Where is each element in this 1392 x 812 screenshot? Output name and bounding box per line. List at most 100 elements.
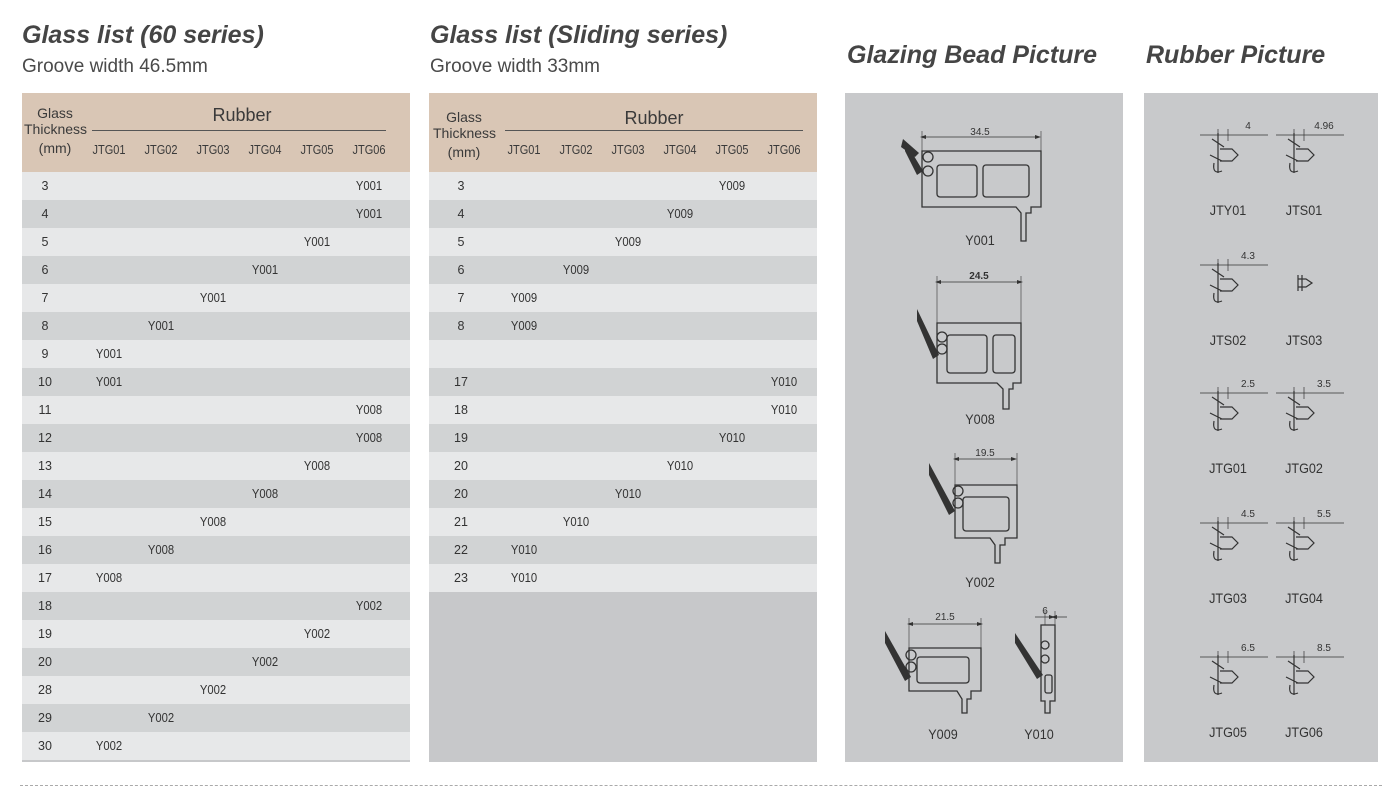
- glazing-bead-cell: Y009: [718, 179, 746, 193]
- glazing-bead-cell: Y010: [718, 431, 746, 445]
- rubber-picture-title: Rubber Picture: [1146, 41, 1326, 69]
- rubber-jtg02-drawing: [1276, 387, 1344, 431]
- bead-y002-dim: 19.5: [975, 448, 995, 459]
- thickness-cell: 15: [38, 515, 52, 529]
- glazing-bead-title: Glazing Bead Picture: [847, 41, 1098, 69]
- glazing-bead-cell: Y008: [303, 459, 331, 473]
- rubber-jtg06-drawing: [1276, 651, 1344, 695]
- glazing-bead-panel: 34.5 Y001 24.5 Y008 19.5 Y002 21.5 Y009 …: [845, 93, 1123, 762]
- thickness-cell: 19: [454, 431, 468, 445]
- header-unit: (mm): [447, 144, 481, 160]
- rubber-jtg02-label: JTG02: [1285, 460, 1323, 476]
- rubber-jty01-dim: 4: [1245, 121, 1251, 132]
- bottom-divider: [20, 785, 1382, 786]
- bead-y009-label: Y009: [928, 726, 958, 742]
- glazing-bead-cell: Y001: [355, 207, 383, 221]
- glazing-bead-cell: Y010: [510, 571, 538, 585]
- table-row: 3 Y009: [429, 172, 817, 200]
- thickness-cell: 6: [457, 263, 465, 277]
- table-row: 6 Y001: [22, 256, 410, 284]
- bead-y010-dim: 6: [1042, 606, 1048, 617]
- glass-60-title: Glass list (60 series): [22, 21, 264, 49]
- bead-y008-drawing: [917, 276, 1023, 410]
- rubber-jtg03-drawing: [1200, 517, 1268, 561]
- glazing-bead-cell: Y008: [251, 487, 279, 501]
- bead-y009-drawing: [885, 618, 983, 714]
- column-header-jtg02: JTG02: [144, 143, 178, 157]
- column-header-jtg01: JTG01: [507, 143, 541, 157]
- table-empty-area: [22, 760, 410, 762]
- glazing-bead-cell: Y008: [355, 431, 383, 445]
- thickness-cell: 20: [38, 655, 52, 669]
- rubber-drawings: [1200, 129, 1344, 695]
- rubber-header: Rubber: [212, 105, 272, 125]
- rubber-jtg05-drawing: [1200, 651, 1268, 695]
- glazing-bead-cell: Y010: [770, 403, 798, 417]
- glazing-bead-cell: Y001: [199, 291, 227, 305]
- table-header: Glass Thickness (mm) Rubber JTG01 JTG02 JT…: [429, 93, 817, 172]
- column-header-jtg05: JTG05: [300, 143, 334, 157]
- glazing-bead-cell: Y008: [147, 543, 175, 557]
- rubber-jty01-drawing: [1200, 129, 1268, 173]
- header-unit: (mm): [38, 140, 72, 156]
- thickness-cell: 7: [457, 291, 465, 305]
- glazing-bead-cell: Y001: [95, 375, 123, 389]
- glazing-bead-cell: Y009: [562, 263, 590, 277]
- thickness-cell: 6: [41, 263, 49, 277]
- rubber-jtg04-drawing: [1276, 517, 1344, 561]
- thickness-cell: 18: [38, 599, 52, 613]
- glazing-bead-cell: Y010: [666, 459, 694, 473]
- rubber-jtg01-dim: 2.5: [1241, 379, 1255, 390]
- thickness-cell: 9: [41, 347, 49, 361]
- thickness-cell: 8: [41, 319, 49, 333]
- column-header-jtg05: JTG05: [715, 143, 749, 157]
- thickness-cell: 3: [457, 179, 465, 193]
- rubber-jtg05-label: JTG05: [1209, 724, 1247, 740]
- rubber-header: Rubber: [624, 108, 684, 128]
- glazing-bead-cell: Y001: [147, 319, 175, 333]
- glazing-bead-cell: Y008: [199, 515, 227, 529]
- column-header-jtg02: JTG02: [559, 143, 593, 157]
- glazing-bead-cell: Y002: [199, 683, 227, 697]
- rubber-jty01-label: JTY01: [1209, 202, 1247, 218]
- glass-thickness-header: Glass Thickness (mm): [433, 109, 496, 160]
- rubber-jtg01-drawing: [1200, 387, 1268, 431]
- glazing-bead-cell: Y002: [251, 655, 279, 669]
- glass-60-subtitle: Groove width 46.5mm: [22, 56, 208, 77]
- table-row: [429, 340, 817, 368]
- thickness-cell: 29: [38, 711, 52, 725]
- glazing-bead-cell: Y001: [251, 263, 279, 277]
- rubber-jts02-drawing: [1200, 259, 1268, 303]
- table-row: 6 Y009: [429, 256, 817, 284]
- rubber-jtg06-label: JTG06: [1285, 724, 1323, 740]
- glazing-bead-cell: Y001: [303, 235, 331, 249]
- thickness-cell: 8: [457, 319, 465, 333]
- thickness-cell: 22: [454, 543, 468, 557]
- bead-y002-label: Y002: [965, 574, 995, 590]
- thickness-cell: 19: [38, 627, 52, 641]
- header-divider: [505, 130, 803, 131]
- column-header-jtg06: JTG06: [352, 143, 386, 157]
- rubber-jtg02-dim: 3.5: [1317, 379, 1331, 390]
- rubber-jts02-label: JTS02: [1209, 332, 1247, 348]
- rubber-jtg03-dim: 4.5: [1241, 509, 1255, 520]
- glazing-bead-drawings: [885, 131, 1067, 714]
- rubber-jts01-label: JTS01: [1285, 202, 1323, 218]
- thickness-cell: 10: [38, 375, 52, 389]
- thickness-cell: 21: [454, 515, 468, 529]
- bead-y002-drawing: [929, 453, 1018, 564]
- thickness-cell: 13: [38, 459, 52, 473]
